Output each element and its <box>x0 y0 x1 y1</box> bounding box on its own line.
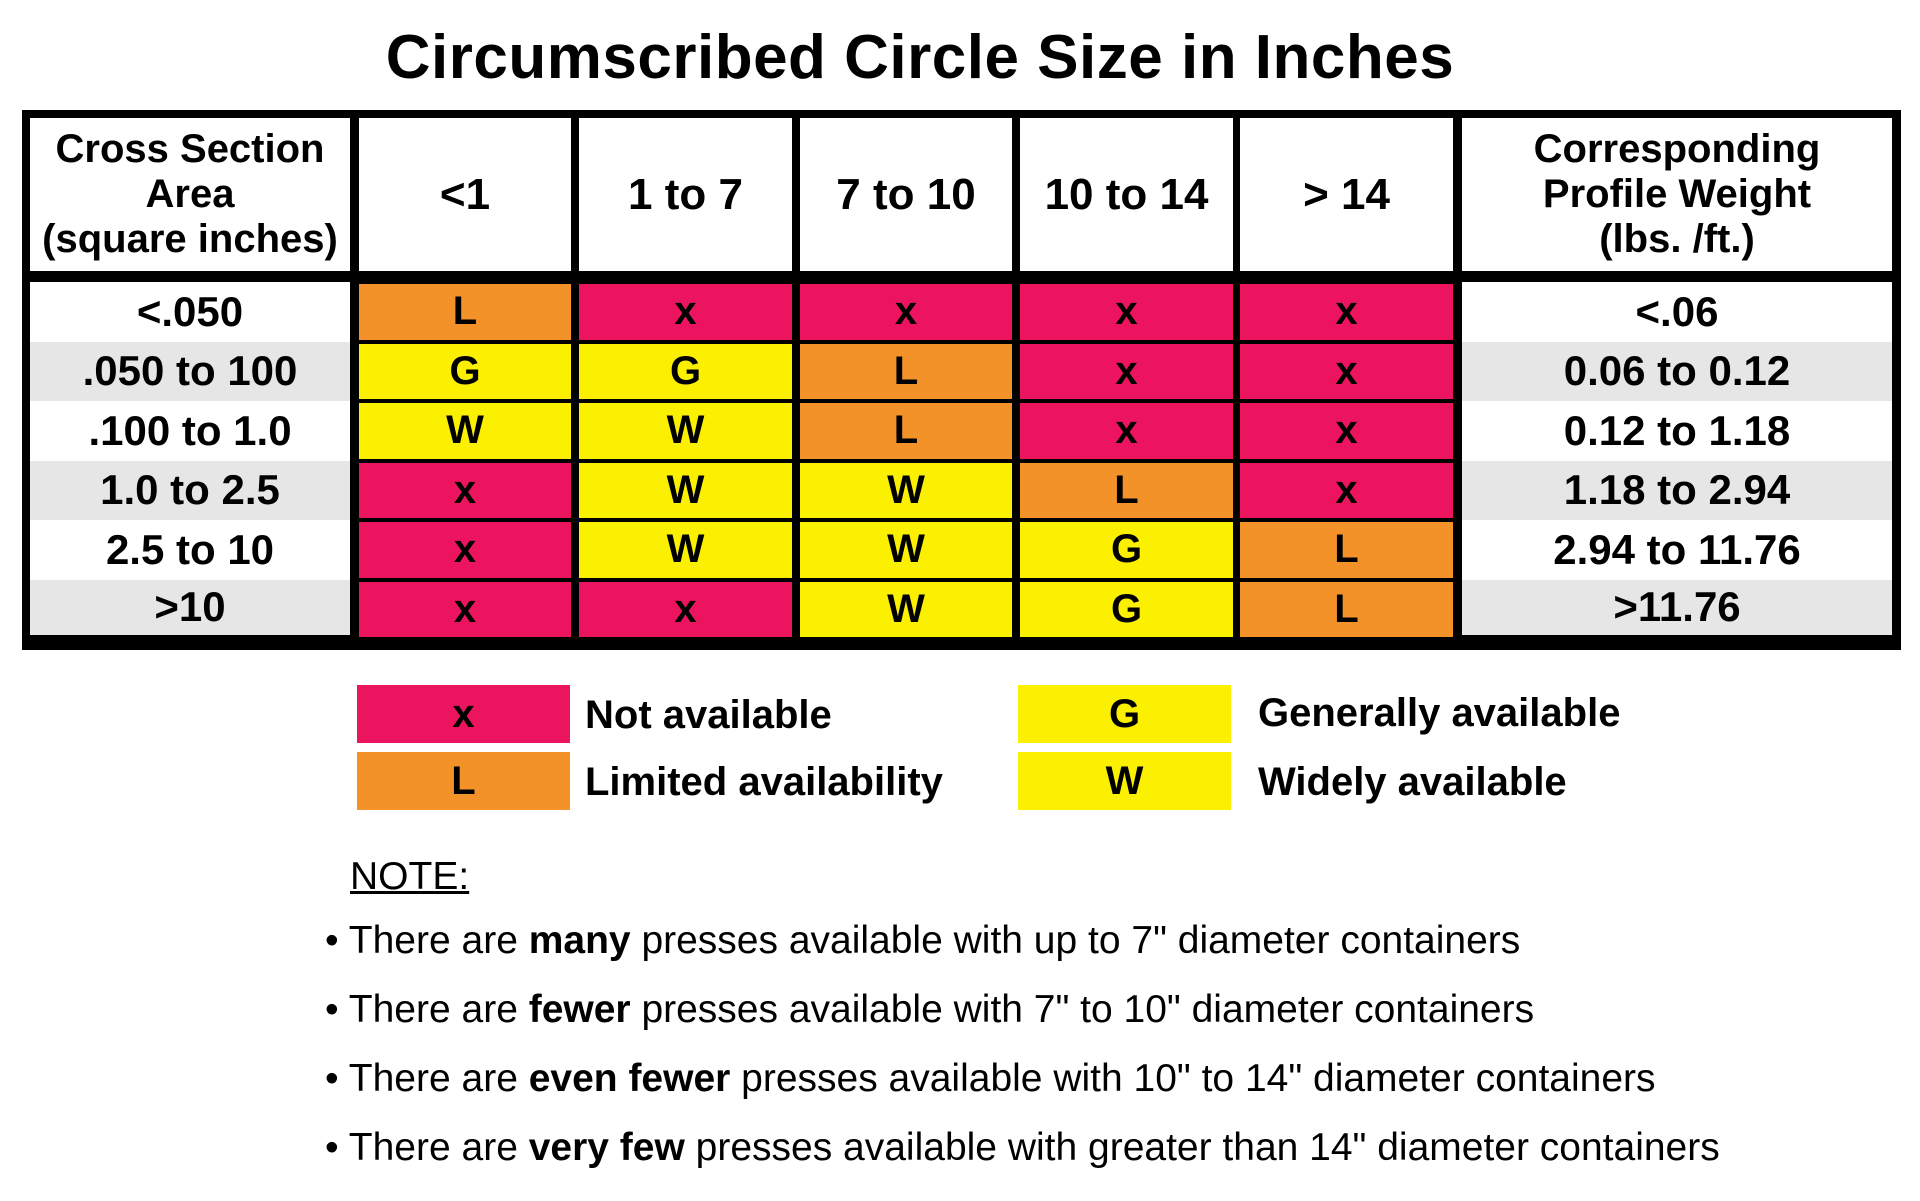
row-area-label: .050 to 100 <box>30 341 350 401</box>
note-item: • There are very few presses available w… <box>325 1125 1720 1171</box>
row-profile-weight: 1.18 to 2.94 <box>1462 460 1892 520</box>
availability-cell: x <box>579 581 792 637</box>
header-line: Profile Weight <box>1542 172 1812 216</box>
availability-cell: x <box>579 284 792 340</box>
row-profile-weight: <.06 <box>1462 282 1892 342</box>
legend-label: Not available <box>585 693 832 737</box>
note-text: presses available with 7" to 10" diamete… <box>630 988 1535 1031</box>
note-item: • There are many presses available with … <box>325 918 1520 964</box>
row-profile-weight: 0.06 to 0.12 <box>1462 341 1892 401</box>
note-text: There are <box>348 919 529 962</box>
availability-cell: x <box>359 581 571 637</box>
availability-cell: G <box>1020 522 1233 578</box>
header-circle-size: 7 to 10 <box>800 118 1012 271</box>
note-emphasis: very few <box>528 1126 685 1169</box>
row-area-label: >10 <box>30 579 350 635</box>
header-line: Cross Section <box>55 127 325 171</box>
note-heading: NOTE: <box>350 855 470 898</box>
header-line: (square inches) <box>42 217 338 261</box>
availability-cell: W <box>800 462 1012 518</box>
legend-swatch: W <box>1018 752 1231 810</box>
header-line: (lbs. /ft.) <box>1599 217 1755 261</box>
availability-cell: x <box>800 284 1012 340</box>
header-circle-size: 1 to 7 <box>579 118 792 271</box>
note-text: presses available with up to 7" diameter… <box>630 919 1521 962</box>
header-line: Area <box>145 172 235 216</box>
legend-label: Widely available <box>1258 760 1567 804</box>
availability-cell: L <box>1020 462 1233 518</box>
availability-cell: L <box>1240 522 1453 578</box>
availability-cell: x <box>1240 462 1453 518</box>
availability-cell: x <box>1020 403 1233 459</box>
availability-cell: G <box>1020 581 1233 637</box>
availability-cell: x <box>359 522 571 578</box>
note-text: presses available with greater than 14" … <box>684 1126 1720 1169</box>
bullet: • <box>325 919 349 962</box>
availability-cell: x <box>1240 343 1453 399</box>
header-line: Corresponding <box>1533 127 1821 171</box>
availability-cell: W <box>579 403 792 459</box>
note-emphasis: many <box>528 919 631 962</box>
availability-cell: L <box>800 343 1012 399</box>
legend-swatch: L <box>357 752 570 810</box>
header-circle-size: <1 <box>359 118 571 271</box>
legend-label: Generally available <box>1258 691 1621 735</box>
row-area-label: <.050 <box>30 282 350 342</box>
availability-cell: L <box>359 284 571 340</box>
chart-title: Circumscribed Circle Size in Inches <box>385 23 1455 92</box>
availability-cell: W <box>800 581 1012 637</box>
availability-cell: W <box>579 462 792 518</box>
availability-cell: W <box>359 403 571 459</box>
bullet: • <box>325 1126 349 1169</box>
availability-cell: L <box>800 403 1012 459</box>
bullet: • <box>325 1057 349 1100</box>
availability-cell: W <box>800 522 1012 578</box>
availability-cell: G <box>359 343 571 399</box>
availability-cell: L <box>1240 581 1453 637</box>
note-text: There are <box>348 988 529 1031</box>
note-emphasis: fewer <box>528 988 631 1031</box>
availability-cell: x <box>359 462 571 518</box>
availability-cell: W <box>579 522 792 578</box>
availability-cell: x <box>1240 284 1453 340</box>
row-area-label: 2.5 to 10 <box>30 520 350 580</box>
availability-cell: x <box>1020 284 1233 340</box>
note-item: • There are even fewer presses available… <box>325 1056 1656 1102</box>
bullet: • <box>325 988 349 1031</box>
header-circle-size: 10 to 14 <box>1020 118 1233 271</box>
availability-cell: x <box>1020 343 1233 399</box>
legend-label: Limited availability <box>585 760 943 804</box>
note-text: There are <box>348 1126 529 1169</box>
legend-swatch: G <box>1018 685 1231 743</box>
note-emphasis: even fewer <box>528 1057 731 1100</box>
availability-cell: x <box>1240 403 1453 459</box>
note-text: There are <box>348 1057 529 1100</box>
legend-swatch: x <box>357 685 570 743</box>
row-area-label: 1.0 to 2.5 <box>30 460 350 520</box>
availability-cell: G <box>579 343 792 399</box>
row-area-label: .100 to 1.0 <box>30 401 350 461</box>
note-item: • There are fewer presses available with… <box>325 987 1534 1033</box>
header-circle-size: > 14 <box>1240 118 1453 271</box>
row-profile-weight: >11.76 <box>1462 579 1892 635</box>
row-profile-weight: 0.12 to 1.18 <box>1462 401 1892 461</box>
row-profile-weight: 2.94 to 11.76 <box>1462 520 1892 580</box>
note-text: presses available with 10" to 14" diamet… <box>730 1057 1656 1100</box>
